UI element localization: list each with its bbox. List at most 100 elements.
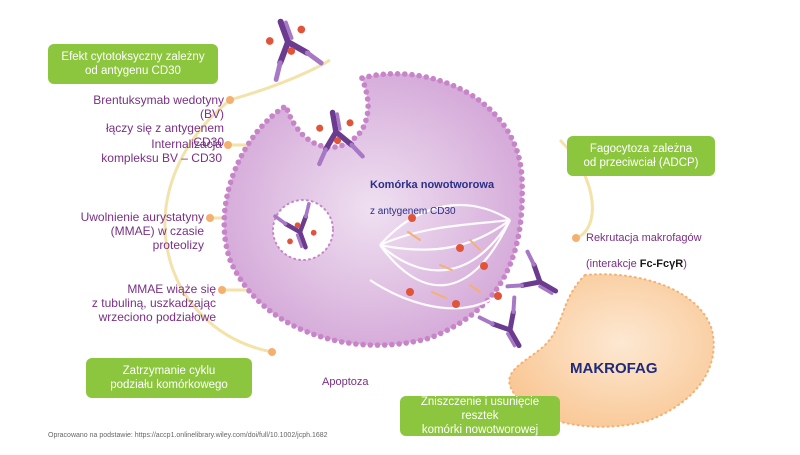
membrane-dot	[311, 331, 317, 338]
membrane-dot	[278, 316, 285, 322]
membrane-dot	[409, 71, 415, 78]
membrane-dot	[501, 122, 507, 128]
membrane-dot	[230, 172, 236, 179]
membrane-dot	[224, 193, 230, 200]
membrane-dot	[290, 120, 297, 126]
step-mmae-release-label: Uwolnienie aurystatyny (MMAE) w czasie p…	[80, 210, 204, 252]
membrane-dot	[346, 340, 352, 346]
antibody-bound-cd30	[316, 109, 365, 167]
membrane-dot	[221, 229, 228, 235]
antibody-fc-receptor	[477, 295, 522, 349]
membrane-dot	[373, 72, 379, 78]
membrane-dot	[518, 169, 525, 175]
membrane-dot	[517, 161, 524, 168]
membrane-dot	[516, 154, 522, 161]
membrane-dot	[496, 116, 503, 123]
membrane-dot	[489, 292, 496, 298]
membrane-dot	[463, 89, 470, 95]
membrane-dot	[511, 141, 518, 147]
membrane-dot	[241, 282, 248, 288]
membrane-dot	[250, 293, 257, 299]
membrane-dot	[444, 80, 450, 86]
membrane-dot	[235, 159, 242, 165]
membrane-dot	[339, 142, 345, 149]
membrane-dot	[242, 146, 248, 153]
antibody-fc-receptor	[505, 249, 559, 295]
membrane-dot	[353, 341, 359, 347]
tumor-cell-label: Komórka nowotworowa z antygenem CD30	[370, 166, 494, 231]
membrane-dot	[519, 183, 525, 190]
membrane-dot	[497, 280, 504, 287]
membrane-dot	[430, 75, 437, 82]
membrane-dot	[250, 134, 256, 141]
membrane-dot	[361, 82, 368, 88]
mmae-payload-dots	[406, 214, 502, 308]
membrane-dot	[261, 303, 267, 309]
membrane-dot	[493, 286, 500, 293]
membrane-dot	[287, 114, 294, 120]
membrane-dot	[317, 333, 324, 340]
membrane-dot	[519, 205, 525, 211]
step-tubulin-binding-label: MMAE wiąże się z tubuliną, uszkadzając w…	[91, 282, 216, 324]
membrane-dot	[246, 140, 252, 147]
membrane-dot	[269, 113, 275, 119]
membrane-dot	[246, 288, 252, 294]
membrane-dot	[233, 270, 240, 276]
membrane-dot	[519, 190, 525, 197]
recruitment-line-2: (interakcje Fc-FcγR)	[586, 258, 687, 270]
membrane-dot	[437, 77, 443, 84]
membrane-dot	[227, 257, 233, 264]
tumor-cell-title: Komórka nowotworowa	[370, 179, 495, 191]
membrane-dot	[515, 233, 522, 240]
apoptosis-label: Apoptoza	[322, 376, 369, 388]
box-phagocytosis: Fagocytoza zależna od przeciwciał (ADCP)	[567, 136, 715, 176]
membrane-dot	[437, 330, 444, 337]
tubulin-fragments	[407, 231, 481, 299]
membrane-dot	[508, 134, 515, 141]
membrane-dot	[457, 85, 463, 92]
membrane-dot	[416, 72, 422, 79]
membrane-dot	[518, 212, 525, 218]
membrane-dot	[450, 324, 457, 330]
membrane-dot	[410, 339, 417, 345]
membrane-dot	[510, 254, 516, 261]
tumor-cell	[224, 73, 523, 346]
recruitment-line-1: Rekrutacja makrofagów	[586, 232, 702, 244]
cell-membrane-dots	[221, 71, 525, 348]
membrane-dot	[424, 335, 431, 342]
membrane-dot	[356, 130, 363, 136]
membrane-dot	[324, 335, 331, 342]
source-citation: Opracowano na podstawie: https://accp1.o…	[48, 432, 328, 439]
membrane-dot	[222, 207, 228, 214]
tumor-cell-subtitle: z antygenem CD30	[370, 206, 456, 217]
membrane-dot	[274, 108, 281, 115]
membrane-dot	[363, 89, 370, 95]
membrane-dot	[396, 341, 402, 347]
box-cell-cycle-arrest: Zatrzymanie cyklu podziału komórkowego	[86, 358, 252, 398]
membrane-dot	[359, 75, 365, 81]
membrane-dot	[318, 142, 324, 149]
membrane-dot	[254, 128, 260, 135]
membrane-dot	[363, 117, 369, 124]
membrane-dot	[456, 320, 463, 327]
box-destruction: Zniszczenie i usunięcie resztek komórki …	[400, 396, 560, 436]
membrane-dot	[311, 140, 317, 146]
membrane-dot	[501, 274, 508, 280]
membrane-dot	[227, 179, 234, 186]
membrane-dot	[481, 101, 488, 108]
membrane-dot	[366, 73, 372, 80]
antibody-drug-conjugate	[265, 18, 324, 82]
membrane-dot	[387, 71, 394, 77]
membrane-dot	[259, 123, 265, 129]
membrane-dot	[514, 240, 520, 247]
membrane-dot	[223, 243, 230, 250]
membrane-dot	[519, 197, 525, 204]
membrane-dot	[351, 135, 358, 141]
membrane-dot	[519, 176, 525, 182]
membrane-dot	[389, 341, 395, 348]
step-markers	[206, 96, 580, 356]
membrane-dot	[222, 200, 229, 207]
membrane-dot	[364, 96, 371, 102]
membrane-dot	[512, 247, 518, 254]
